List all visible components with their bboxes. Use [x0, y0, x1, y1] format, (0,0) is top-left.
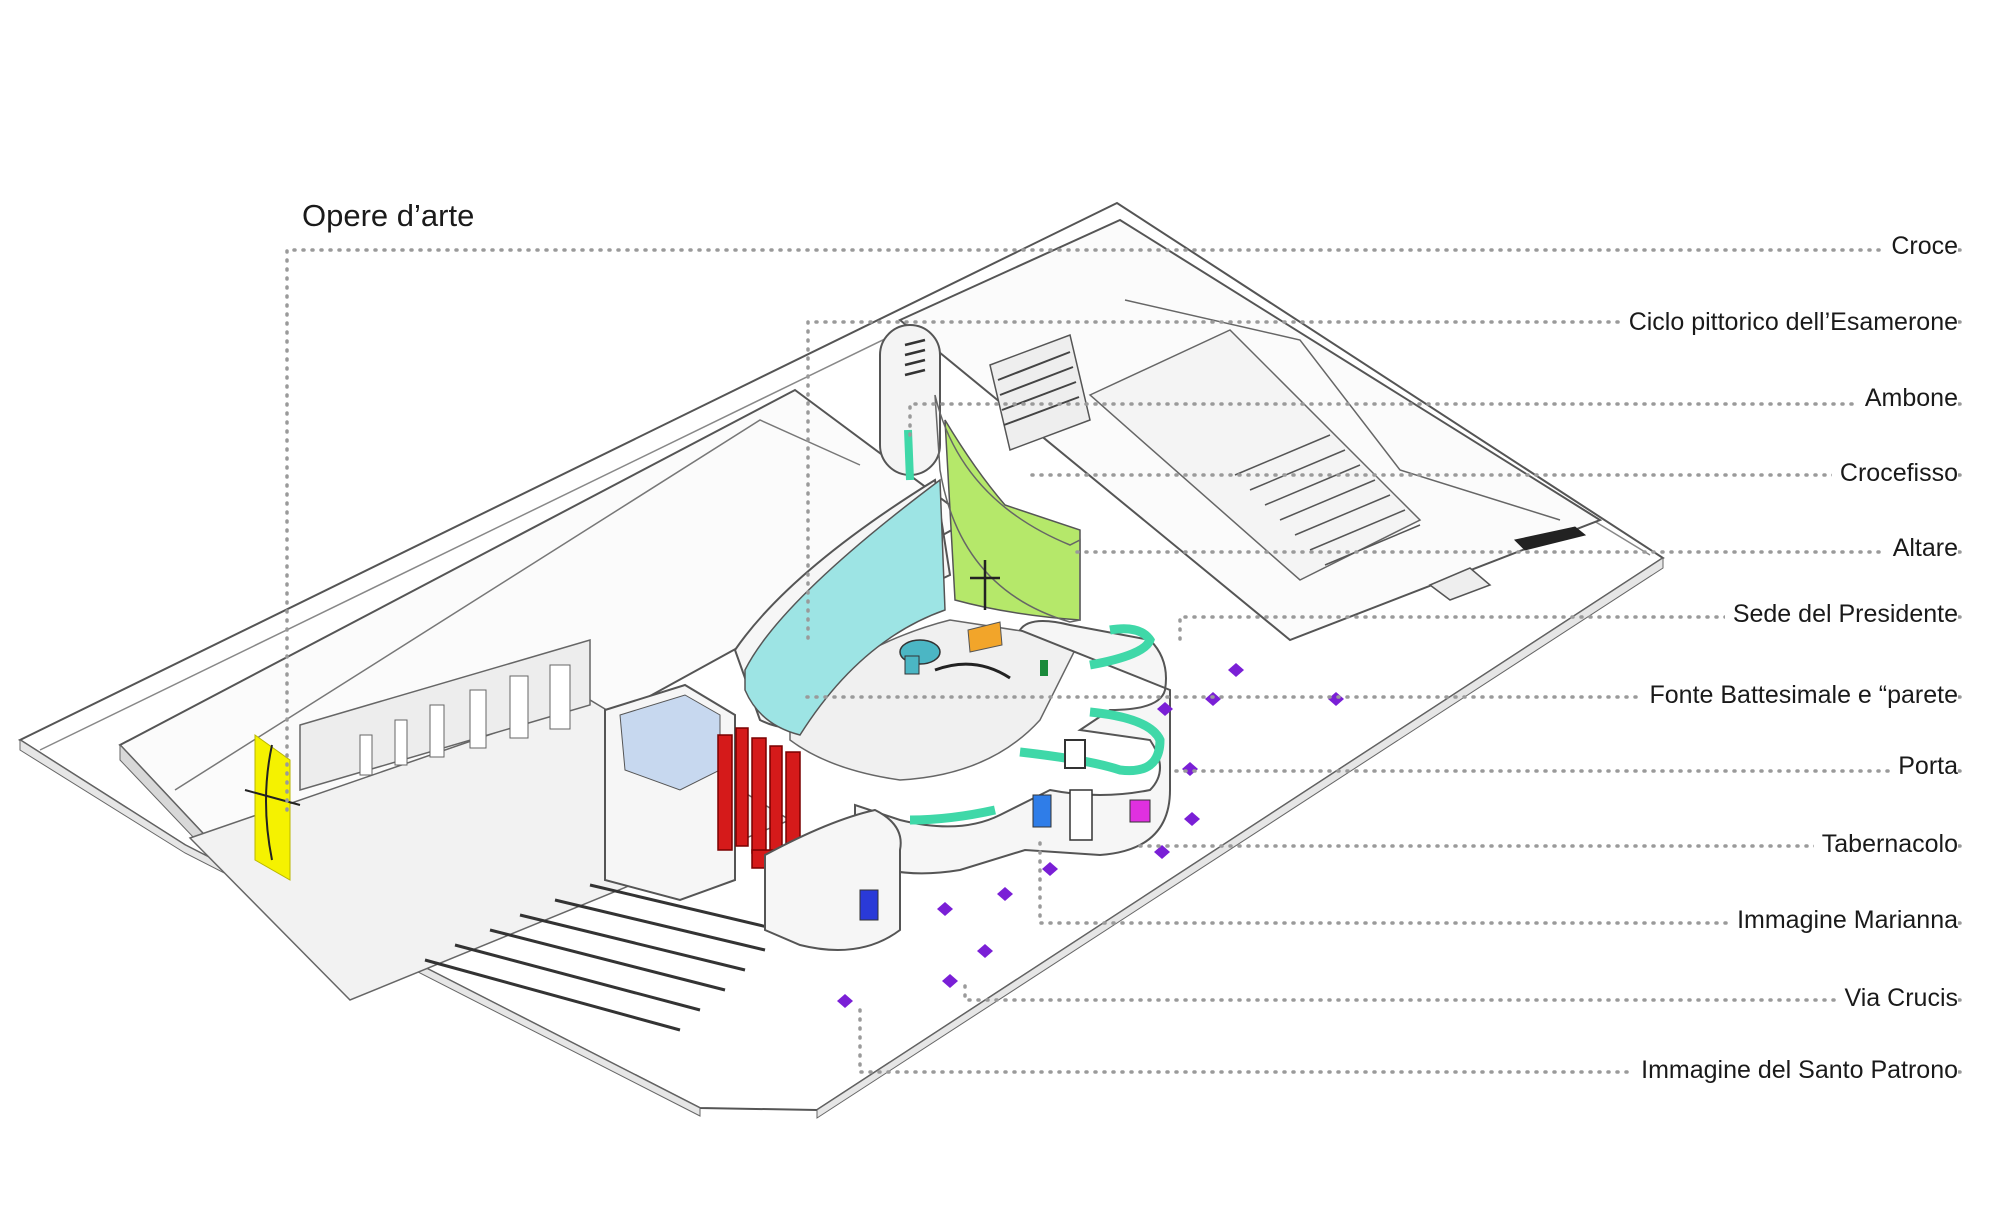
- crocefisso-cross: [970, 560, 1000, 610]
- leader-santo-patrono: [858, 1008, 1962, 1074]
- label-fonte-battesimale: Fonte Battesimale e “parete: [1641, 679, 1958, 711]
- label-tabernacolo: Tabernacolo: [1813, 828, 1958, 860]
- label-via-crucis: Via Crucis: [1836, 982, 1958, 1014]
- immagine-santo-patrono: [859, 889, 879, 921]
- green-rail-lower: [909, 805, 996, 825]
- label-porta: Porta: [1890, 750, 1958, 782]
- site-slab-front-face: [19, 739, 701, 1117]
- front-stair-treads: [997, 351, 1080, 426]
- porta-frame: [1064, 739, 1086, 769]
- sede-presidente: [1040, 660, 1048, 676]
- label-sede-presidente: Sede del Presidente: [1724, 598, 1958, 630]
- leader-via-crucis: [963, 983, 1962, 1002]
- pews: [424, 883, 781, 1032]
- via-crucis-markers: [837, 663, 1344, 1008]
- label-crocefisso: Crocefisso: [1831, 457, 1958, 489]
- label-ciclo-pittorico: Ciclo pittorico dell’Esamerone: [1620, 306, 1958, 338]
- rear-small-block: [1428, 567, 1492, 601]
- site-ridge-line: [1124, 299, 1561, 521]
- green-rail-upper: [1089, 624, 1155, 670]
- nave-wing-roof-edge: [174, 419, 861, 791]
- croce-cross: [244, 744, 301, 861]
- site-slab-right-face: [816, 557, 1664, 1119]
- ciclo-pittorico-wall: [744, 478, 946, 736]
- croce-panel: [254, 734, 291, 881]
- altare: [967, 621, 1003, 653]
- diagram-title: Opere d’arte: [302, 198, 475, 233]
- ambone-strip: [904, 429, 914, 481]
- porta: [1032, 794, 1052, 828]
- curved-screen-wall: [934, 394, 1081, 623]
- label-altare: Altare: [1884, 532, 1958, 564]
- immagine-marianna: [1129, 799, 1151, 823]
- rear-dark-edge: [1513, 526, 1587, 551]
- fonte-battesimale-base: [904, 655, 920, 675]
- rear-stair-treads: [1234, 434, 1421, 566]
- label-ambone: Ambone: [1856, 382, 1958, 414]
- label-croce: Croce: [1883, 230, 1958, 262]
- leader-croce: [285, 248, 1962, 812]
- side-door: [1069, 789, 1093, 841]
- nave-parapet-openings: [359, 664, 571, 776]
- label-santo-patrono: Immagine del Santo Patrono: [1633, 1054, 1958, 1086]
- tabernacolo: [717, 727, 801, 869]
- bell-tower-slits: [904, 338, 926, 377]
- fonte-water-channel: [934, 662, 1011, 680]
- leader-immagine-marianna: [1038, 836, 1962, 925]
- leader-ciclo-pittorico: [806, 320, 1962, 642]
- leader-ambone: [908, 402, 1962, 442]
- label-immagine-marianna: Immagine Marianna: [1729, 904, 1958, 936]
- leader-sede-presidente: [1178, 615, 1962, 642]
